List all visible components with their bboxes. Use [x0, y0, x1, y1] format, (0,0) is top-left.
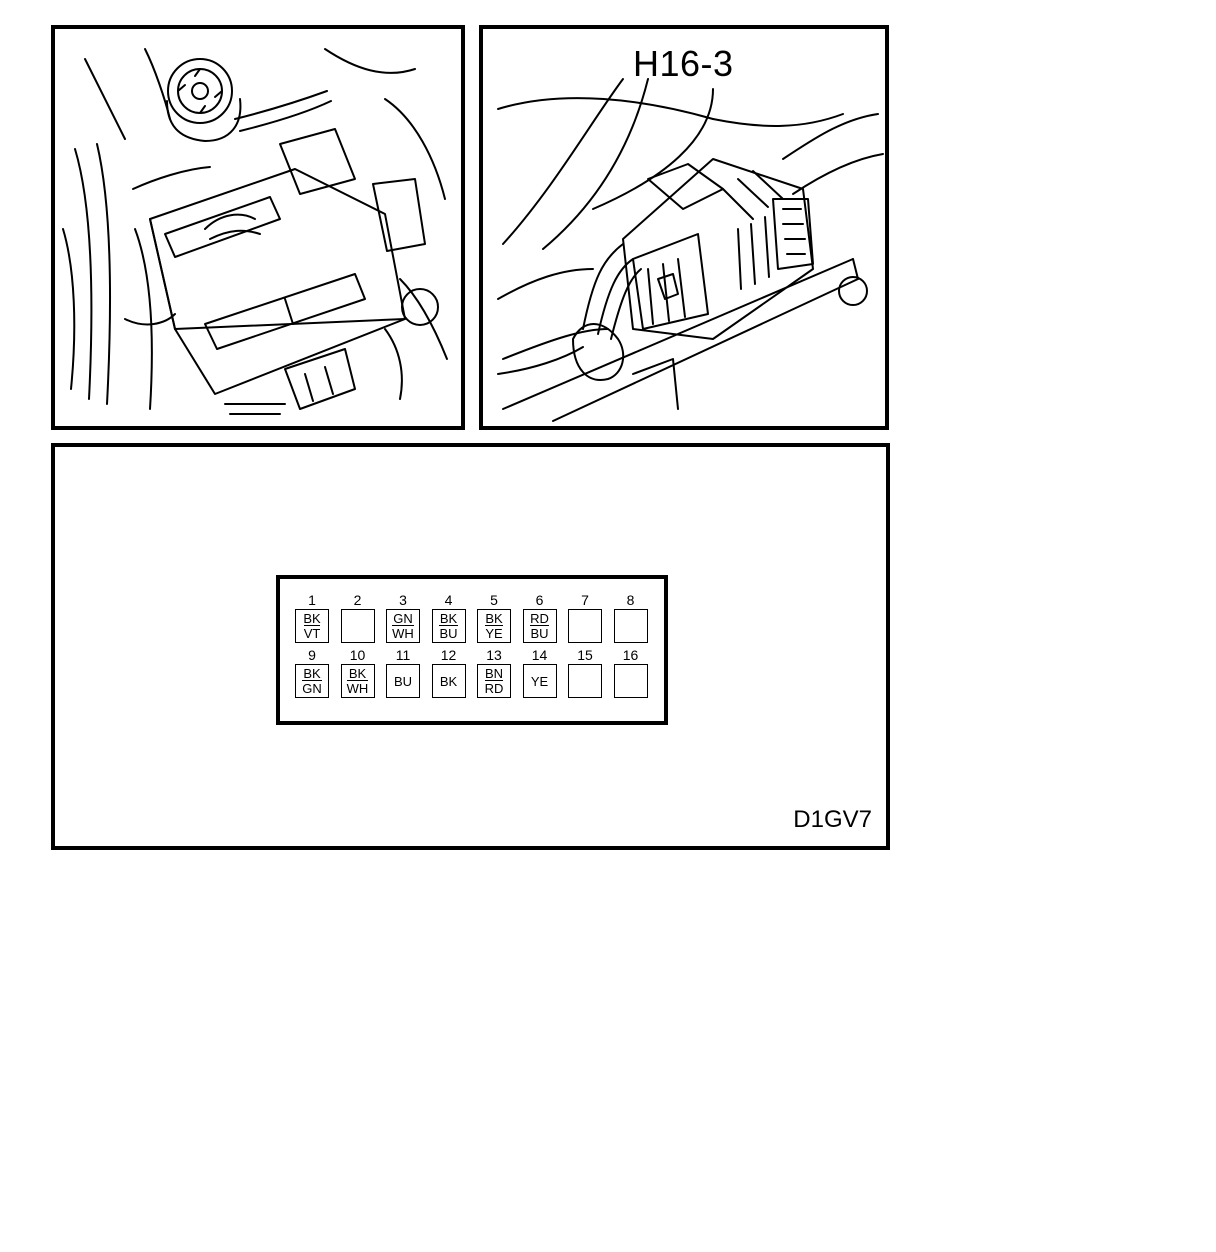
pin-cavity	[340, 609, 375, 643]
wire-color-primary: BK	[348, 666, 367, 681]
wire-color-primary: BU	[393, 673, 413, 689]
pin-number: 15	[577, 647, 593, 663]
wire-color-primary: BK	[485, 611, 503, 626]
wire-color-secondary: GN	[302, 680, 322, 696]
wire-color-secondary: BU	[439, 625, 458, 641]
wire-color-secondary: RD	[484, 680, 504, 696]
wire-color-primary: GN	[393, 611, 413, 626]
diagram-code: D1GV7	[793, 806, 872, 833]
pin-number: 12	[440, 647, 457, 663]
pin-number: 10	[349, 647, 366, 663]
connector-location-drawing	[497, 78, 884, 422]
pin-number: 8	[626, 592, 635, 608]
wire-color-primary: BN	[484, 666, 504, 681]
pin-number: 7	[581, 592, 589, 608]
connector-pin: 2	[340, 592, 375, 643]
pin-cavity: YE	[522, 664, 557, 698]
pin-number: 3	[399, 592, 407, 608]
pin-number: 2	[353, 592, 362, 608]
connector-pin: 8	[613, 592, 648, 643]
pin-number: 14	[531, 647, 548, 663]
pin-number: 16	[622, 647, 639, 663]
connector-location-illustration: H16-3	[479, 25, 889, 430]
pin-number: 11	[395, 647, 411, 663]
pin-cavity	[613, 664, 648, 698]
wire-color-secondary: YE	[485, 625, 503, 641]
pin-cavity: BU	[386, 664, 420, 698]
pin-cavity	[568, 609, 602, 643]
pin-cavity	[568, 664, 602, 698]
pin-number: 4	[444, 592, 453, 608]
wire-color-primary: BK	[303, 611, 321, 626]
wire-color-secondary: BU	[530, 625, 549, 641]
pin-number: 9	[308, 647, 316, 663]
connector-pin: 16	[613, 647, 648, 698]
wire-color-primary: BK	[303, 666, 321, 681]
pin-number: 5	[490, 592, 498, 608]
wire-color-secondary: WH	[346, 680, 369, 696]
engine-bay-drawing	[62, 48, 448, 415]
connector-pin: 7	[568, 592, 602, 643]
wire-color-primary: YE	[530, 673, 549, 689]
wire-color-primary: RD	[530, 611, 549, 626]
connector-pin: 15	[568, 647, 602, 698]
pin-cavity	[613, 609, 648, 643]
pin-number: 1	[308, 592, 316, 608]
wire-color-secondary: VT	[303, 625, 321, 641]
wire-color-secondary: WH	[392, 625, 414, 641]
pin-number: 13	[486, 647, 502, 663]
wire-color-primary: BK	[439, 611, 458, 626]
wire-color-primary: BK	[439, 673, 458, 689]
engine-bay-illustration	[51, 25, 465, 430]
pin-cavity: BK	[431, 664, 466, 698]
pin-number: 6	[535, 592, 544, 608]
connector-label: H16-3	[633, 43, 734, 84]
